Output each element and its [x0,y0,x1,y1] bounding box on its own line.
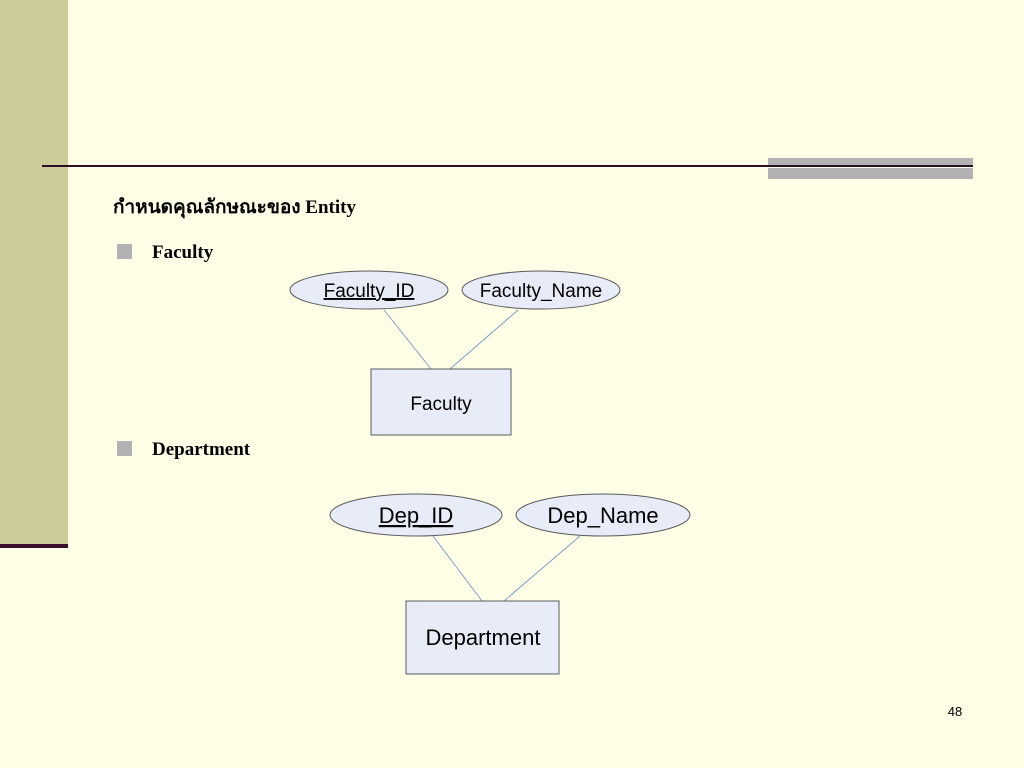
left-band-underline [0,544,68,548]
entity-box-department [405,600,560,675]
entity-label-department: Department [426,625,541,650]
attribute-label-dep-id: Dep_ID [379,503,454,528]
accent-bar-bottom [768,168,973,179]
attribute-label-faculty-name: Faculty_Name [480,281,603,302]
department-er-group: Dep_ID Dep_Name Department [329,493,691,675]
attribute-ellipse-dep-name [515,493,691,537]
attribute-ellipse-dep-id [329,493,503,537]
page-number: 48 [947,704,963,719]
left-decorative-band [0,0,68,545]
bullet-square-icon [117,244,132,259]
entity-label-faculty: Faculty [410,394,472,415]
bullet-label-faculty: Faculty [152,242,214,263]
connector-dep-name [503,535,581,602]
bullet-square-icon [117,441,132,456]
bullet-label-department: Department [152,439,251,460]
faculty-er-group: Faculty_ID Faculty_Name Faculty [289,270,621,436]
attribute-label-dep-name: Dep_Name [547,503,658,528]
entity-box-faculty [370,368,512,436]
attribute-ellipse-faculty-id [289,270,449,310]
attribute-ellipse-faculty-name [461,270,621,310]
slide-heading: กำหนดคุณลักษณะของ Entity [113,197,356,218]
connector-dep-id [432,535,483,602]
title-divider-line [42,165,973,167]
attribute-label-faculty-id: Faculty_ID [324,281,415,302]
accent-bar-top [768,158,973,165]
connector-faculty-id [383,309,432,370]
connector-faculty-name [449,309,519,370]
